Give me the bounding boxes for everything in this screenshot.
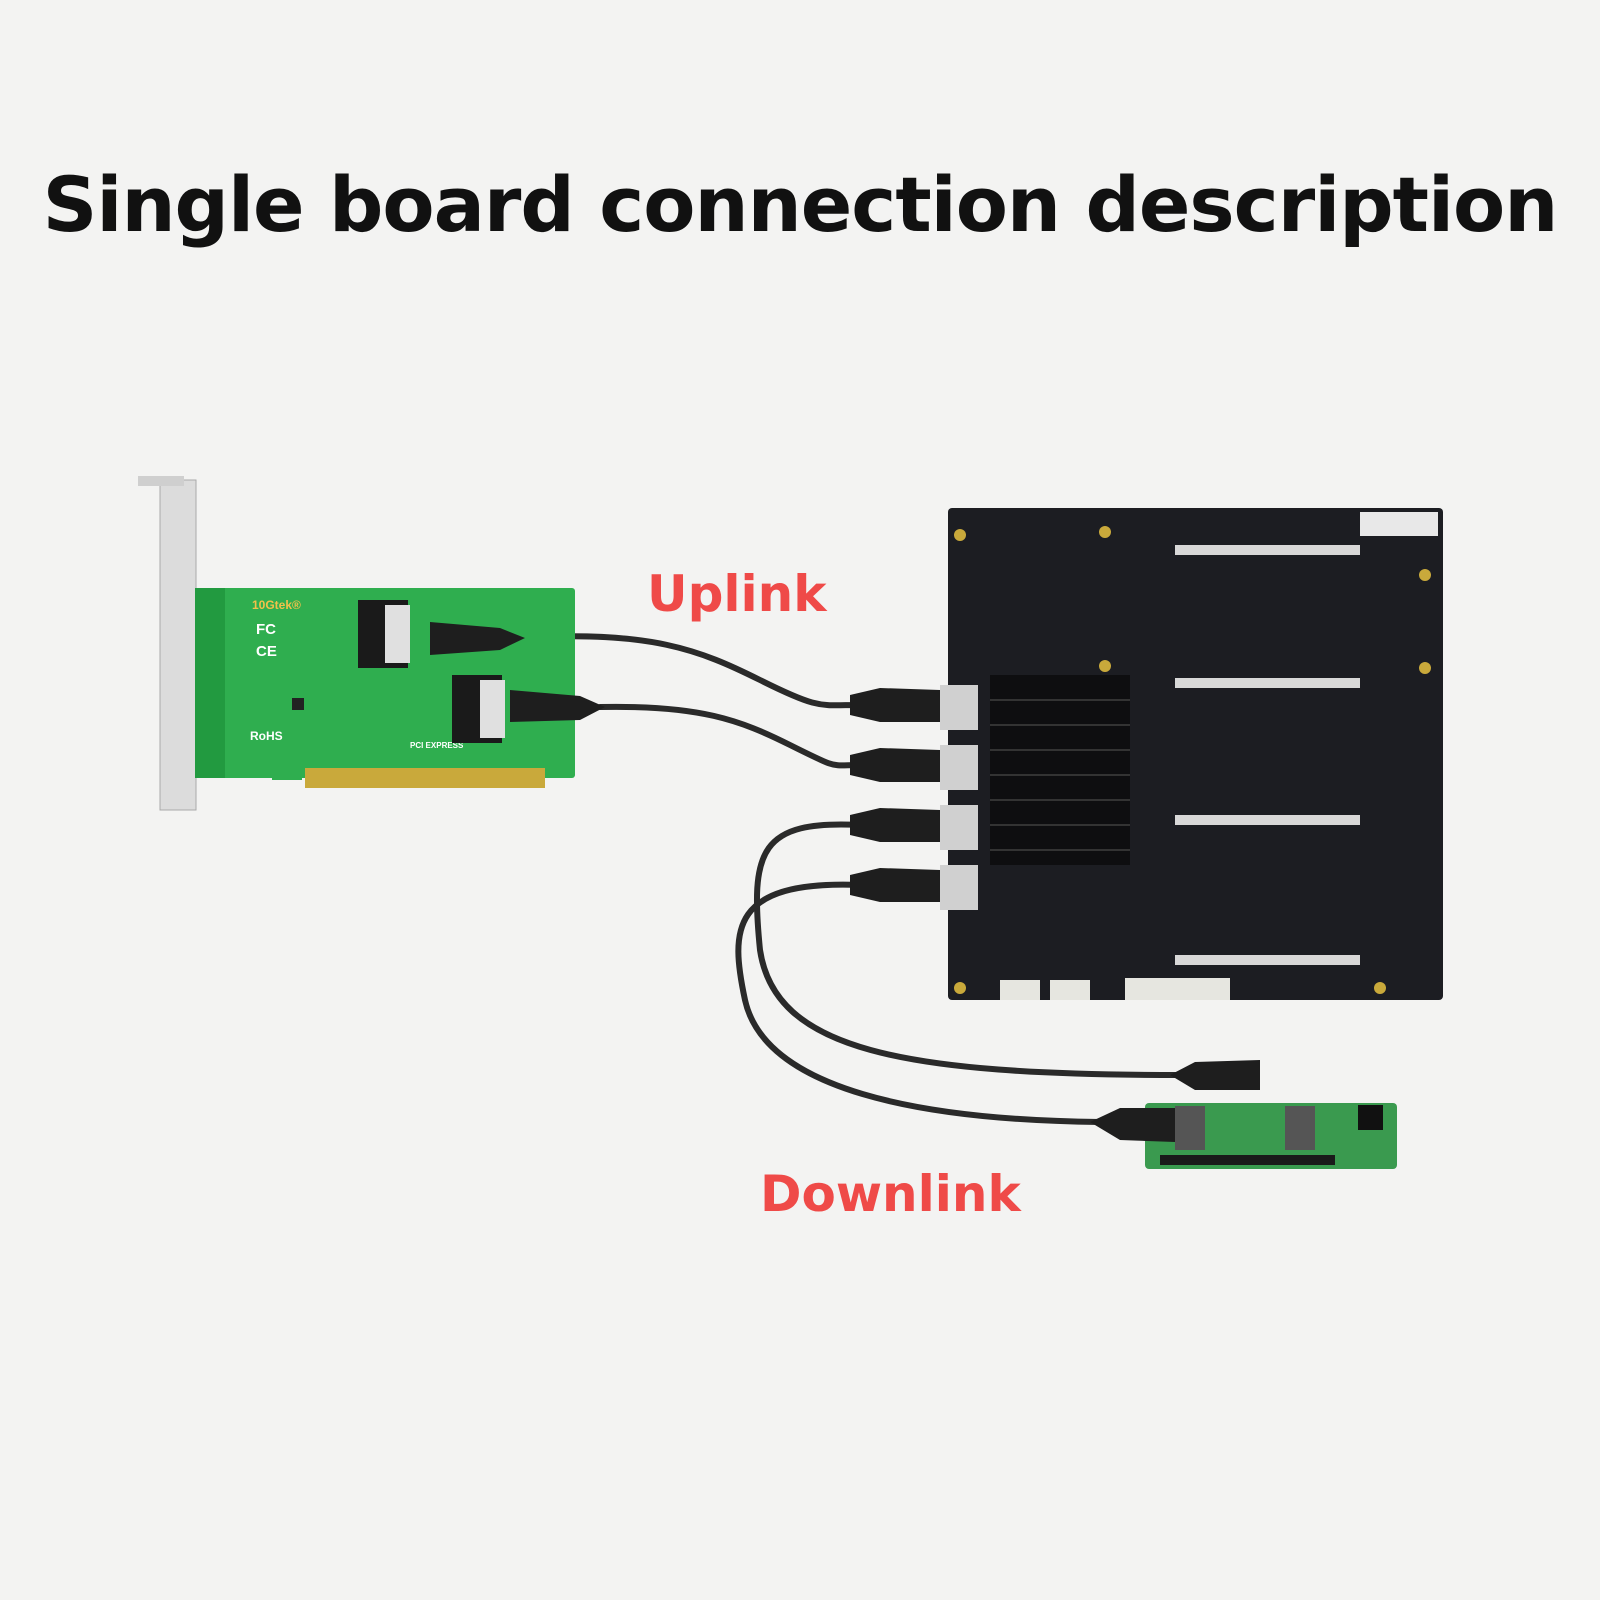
switch-board [850,508,1443,1000]
uplink-cable-1 [517,633,863,709]
uplink-plug-2 [510,690,605,722]
power-header [1358,1105,1383,1130]
ce-mark: CE [256,643,277,660]
label-sticker [1360,512,1438,536]
host-pcie-card: 10Gtek® FC CE RoHS PCI EXPRESS [138,476,605,811]
mcio-port [940,685,978,730]
adapter-pcb [1145,1103,1397,1169]
downlink-adapter-card [1090,1060,1397,1169]
uplink-plug-1 [430,622,525,655]
pcie-slot [1175,815,1360,825]
pcie-slots [1175,545,1360,965]
power-connector [1050,980,1090,1000]
mcio-port [940,865,978,910]
rohs-mark: RoHS [250,729,283,743]
fc-mark: FC [256,621,276,638]
mcio-ports [940,685,978,910]
uplink-label: Uplink [647,565,827,623]
pcie-slot [1175,545,1360,555]
mcio-port [1175,1106,1205,1150]
cables [517,633,1183,1125]
black-pcb [948,508,1443,1000]
downlink-plug-2 [1090,1108,1175,1142]
downlink-cable-2 [735,881,1103,1125]
cable-plugs [850,688,940,902]
downlink-label: Downlink [760,1165,1021,1223]
chip [292,698,304,710]
brand-logo: 10Gtek® [252,598,301,612]
pcie-slot [1175,955,1360,965]
bracket [159,479,197,811]
power-connector [1000,980,1040,1000]
heatsink [990,675,1130,865]
pci-express-logo: PCI EXPRESS [410,741,464,750]
mcio-port [1285,1106,1315,1150]
pcie-slot [1175,678,1360,688]
edge-connector [1160,1155,1335,1165]
mcio-port [940,805,978,850]
downlink-plug-1 [1170,1060,1260,1090]
mcio-port [940,745,978,790]
atx-power-connector [1125,978,1230,1000]
gold-fingers [305,768,545,788]
downlink-cable-1 [753,821,1183,1078]
page-title: Single board connection description [42,160,1559,249]
uplink-cable-2 [597,703,863,769]
